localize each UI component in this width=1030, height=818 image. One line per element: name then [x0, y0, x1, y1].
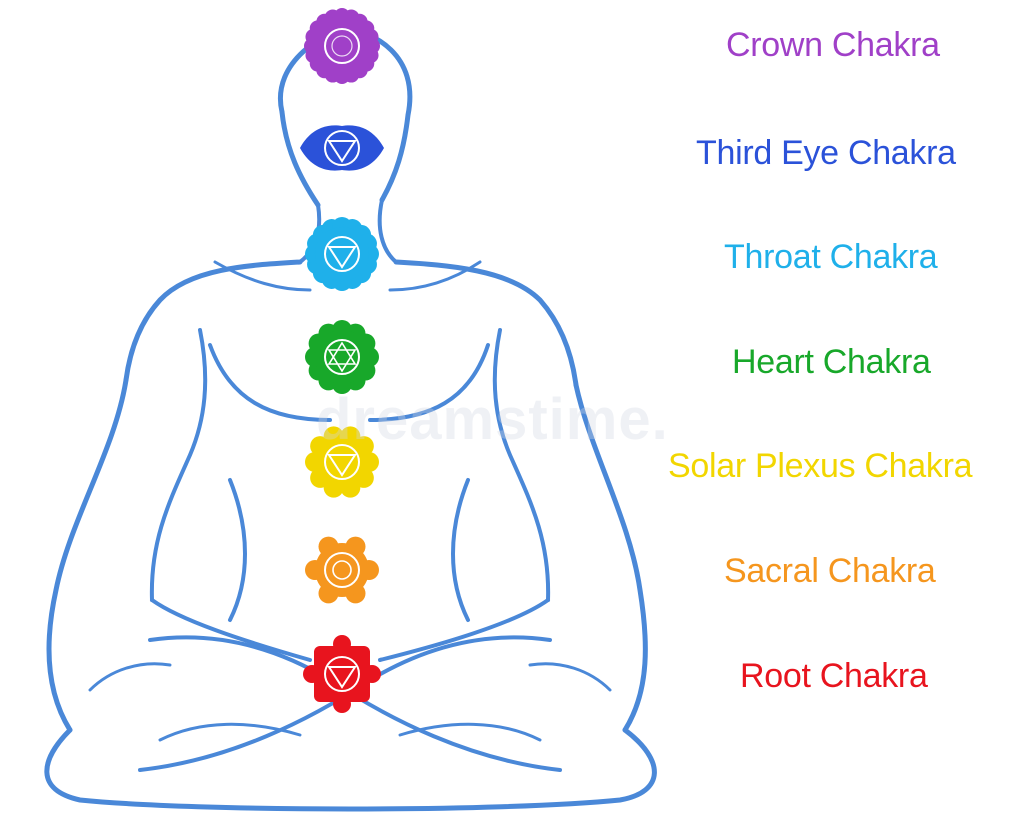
throat-chakra-icon — [305, 217, 379, 291]
root-chakra-label: Root Chakra — [740, 656, 928, 696]
forearm-left — [152, 600, 310, 660]
heart-chakra-label: Heart Chakra — [732, 342, 931, 382]
waist-right — [453, 480, 468, 620]
sacral-chakra-label: Sacral Chakra — [724, 551, 936, 591]
arm-right-inner — [495, 330, 548, 600]
crown-chakra-label: Crown Chakra — [726, 25, 940, 65]
leg-outer — [47, 730, 655, 809]
watermark: dreamstime. — [316, 386, 669, 453]
knee-left — [90, 664, 170, 690]
heart-chakra-icon — [305, 320, 379, 394]
shoulder-right — [396, 262, 576, 385]
solar-plexus-chakra-label: Solar Plexus Chakra — [668, 446, 972, 486]
waist-left — [230, 480, 245, 620]
crown-chakra-icon — [304, 8, 380, 84]
neck-right — [380, 200, 396, 262]
shoulder-left — [126, 262, 300, 380]
knee-right — [530, 664, 610, 690]
sacral-chakra-icon — [305, 537, 379, 604]
arm-left-inner — [152, 330, 205, 600]
throat-chakra-label: Throat Chakra — [724, 237, 937, 277]
arm-left-outer — [49, 380, 126, 730]
root-chakra-icon — [303, 635, 381, 713]
third-eye-chakra-label: Third Eye Chakra — [696, 133, 956, 173]
third-eye-chakra-icon — [300, 125, 384, 170]
